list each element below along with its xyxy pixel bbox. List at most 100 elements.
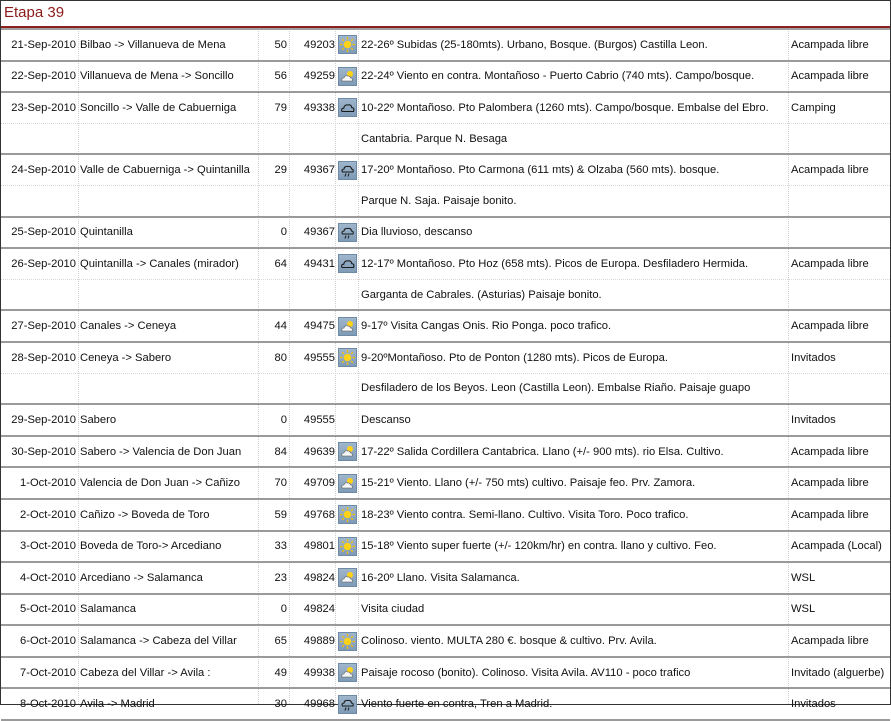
weather-cell bbox=[337, 343, 357, 373]
lodging-cell: Acampada libre bbox=[791, 445, 869, 458]
weather-cell bbox=[337, 30, 357, 60]
distance-cell: 65 bbox=[274, 635, 287, 648]
distance-cell: 49 bbox=[274, 666, 287, 679]
description-cell: Dia lluvioso, descanso bbox=[361, 226, 473, 239]
route-cell: Cabeza del Villar -> Avila : bbox=[80, 666, 211, 679]
column-divider bbox=[258, 28, 259, 704]
lodging-cell: Invitados bbox=[791, 413, 836, 426]
weather-cell bbox=[337, 595, 357, 625]
date-cell: 4-Oct-2010 bbox=[20, 571, 76, 584]
cloud-icon bbox=[337, 98, 357, 118]
total-distance-cell: 49475 bbox=[303, 320, 335, 333]
total-distance-cell: 49555 bbox=[303, 413, 335, 426]
lodging-cell: Acampada libre bbox=[791, 508, 869, 521]
description-cell: Paisaje rocoso (bonito). Colinoso. Visit… bbox=[361, 666, 691, 679]
total-distance-cell: 49431 bbox=[303, 257, 335, 270]
weather-cell bbox=[337, 437, 357, 467]
date-cell: 7-Oct-2010 bbox=[20, 666, 76, 679]
partly-cloudy-icon bbox=[337, 473, 357, 493]
route-cell: Ceneya -> Sabero bbox=[80, 351, 172, 364]
route-cell: Canales -> Ceneya bbox=[80, 320, 177, 333]
lodging-cell: Acampada libre bbox=[791, 164, 869, 177]
distance-cell: 30 bbox=[274, 698, 287, 711]
date-cell: 23-Sep-2010 bbox=[11, 101, 76, 114]
weather-cell bbox=[337, 500, 357, 530]
description-cell: Descanso bbox=[361, 413, 411, 426]
description-cell: Colinoso. viento. MULTA 280 €. bosque & … bbox=[361, 635, 657, 648]
partly-cloudy-icon bbox=[337, 568, 357, 588]
date-cell: 5-Oct-2010 bbox=[20, 603, 76, 616]
lodging-cell: Acampada libre bbox=[791, 70, 869, 83]
description-cell: 9-17º Visita Cangas Onis. Rio Ponga. poc… bbox=[361, 320, 612, 333]
partly-cloudy-icon bbox=[337, 663, 357, 683]
cloud-icon bbox=[337, 254, 357, 274]
route-cell: Boveda de Toro-> Arcediano bbox=[80, 540, 222, 553]
distance-cell: 79 bbox=[274, 101, 287, 114]
lodging-cell: Camping bbox=[791, 101, 836, 114]
route-cell: Quintanilla -> Canales (mirador) bbox=[80, 257, 239, 270]
sun-icon bbox=[337, 505, 357, 525]
rain-icon bbox=[337, 222, 357, 242]
distance-cell: 0 bbox=[280, 226, 287, 239]
distance-cell: 80 bbox=[274, 351, 287, 364]
distance-cell: 0 bbox=[280, 413, 287, 426]
sun-icon bbox=[337, 348, 357, 368]
description-continuation-cell: Garganta de Cabrales. (Asturias) Paisaje… bbox=[361, 288, 602, 301]
weather-cell bbox=[337, 689, 357, 719]
lodging-cell: WSL bbox=[791, 603, 816, 616]
route-cell: Soncillo -> Valle de Cabuerniga bbox=[80, 101, 237, 114]
weather-cell bbox=[337, 563, 357, 593]
description-continuation-cell: Parque N. Saja. Paisaje bonito. bbox=[361, 194, 517, 207]
route-cell: Villanueva de Mena -> Soncillo bbox=[80, 70, 234, 83]
route-cell: Arcediano -> Salamanca bbox=[80, 571, 203, 584]
lodging-cell bbox=[791, 218, 890, 248]
date-cell: 29-Sep-2010 bbox=[11, 413, 76, 426]
distance-cell: 0 bbox=[280, 603, 287, 616]
total-distance-cell: 49338 bbox=[303, 101, 335, 114]
table-row-continuation: Parque N. Saja. Paisaje bonito. bbox=[1, 186, 890, 218]
table-row: 7-Oct-2010 Cabeza del Villar -> Avila : 49… bbox=[1, 658, 890, 690]
date-cell: 30-Sep-2010 bbox=[11, 445, 76, 458]
title-row: Etapa 39 bbox=[1, 1, 890, 28]
date-cell: 25-Sep-2010 bbox=[11, 226, 76, 239]
date-cell: 21-Sep-2010 bbox=[11, 38, 76, 51]
weather-cell bbox=[337, 468, 357, 498]
weather-cell bbox=[337, 532, 357, 562]
date-cell: 28-Sep-2010 bbox=[11, 351, 76, 364]
distance-cell: 29 bbox=[274, 164, 287, 177]
total-distance-cell: 49259 bbox=[303, 70, 335, 83]
description-cell: 22-24º Viento en contra. Montañoso - Pue… bbox=[361, 70, 755, 83]
route-cell: Sabero bbox=[80, 413, 117, 426]
total-distance-cell: 49709 bbox=[303, 477, 335, 490]
description-cell: 16-20º Llano. Visita Salamanca. bbox=[361, 571, 520, 584]
distance-cell: 50 bbox=[274, 38, 287, 51]
lodging-cell: Acampada libre bbox=[791, 635, 869, 648]
route-cell: Valencia de Don Juan -> Cañizo bbox=[80, 477, 240, 490]
weather-cell bbox=[337, 155, 357, 185]
weather-cell bbox=[337, 62, 357, 92]
distance-cell: 44 bbox=[274, 320, 287, 333]
lodging-cell: Invitados bbox=[791, 351, 836, 364]
total-distance-cell: 49555 bbox=[303, 351, 335, 364]
column-divider bbox=[788, 28, 789, 704]
route-cell: Valle de Cabuerniga -> Quintanilla bbox=[80, 164, 250, 177]
table-row-continuation: Desfiladero de los Beyos. Leon (Castilla… bbox=[1, 374, 890, 406]
lodging-cell: Acampada (Local) bbox=[791, 540, 882, 553]
distance-cell: 33 bbox=[274, 540, 287, 553]
rain-icon bbox=[337, 694, 357, 714]
weather-cell bbox=[337, 658, 357, 688]
total-distance-cell: 49968 bbox=[303, 698, 335, 711]
total-distance-cell: 49801 bbox=[303, 540, 335, 553]
description-cell: 18-23º Viento contra. Semi-llano. Cultiv… bbox=[361, 508, 689, 521]
total-distance-cell: 49938 bbox=[303, 666, 335, 679]
table-row-continuation: Garganta de Cabrales. (Asturias) Paisaje… bbox=[1, 280, 890, 312]
description-cell: 17-22º Salida Cordillera Cantabrica. Lla… bbox=[361, 445, 724, 458]
